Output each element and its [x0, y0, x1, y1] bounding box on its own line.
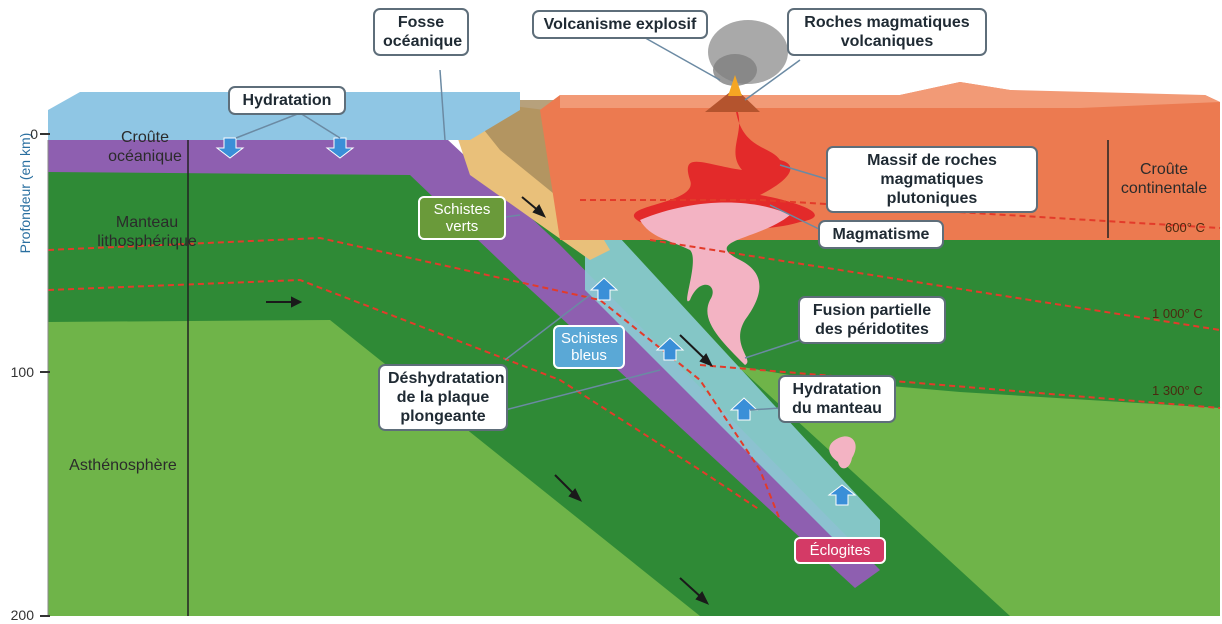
isotherm-1000: 1 000° C — [1152, 306, 1203, 321]
fosse-line2: océanique — [383, 32, 459, 51]
fusion-line1: Fusion partielle — [808, 301, 936, 320]
callout-hydratation-manteau: Hydratation du manteau — [778, 375, 896, 423]
callout-roches-volcaniques: Roches magmatiques volcaniques — [787, 8, 987, 56]
isotherm-600: 600° C — [1165, 220, 1205, 235]
fosse-line1: Fosse — [383, 13, 459, 32]
tag-schistes-verts: Schistes verts — [418, 196, 506, 240]
hydratation-manteau-line1: Hydratation — [788, 380, 886, 399]
callout-hydratation: Hydratation — [228, 86, 346, 115]
callout-fusion: Fusion partielle des péridotites — [798, 296, 946, 344]
roches-volc-line2: volcaniques — [797, 32, 977, 51]
label-mantle-litho: Manteau lithosphérique — [82, 213, 212, 251]
tag-schistes-bleus: Schistes bleus — [553, 325, 625, 369]
schistes-verts-line2: verts — [426, 218, 498, 235]
callout-massif: Massif de roches magmatiques plutoniques — [826, 146, 1038, 213]
tag-eclogites: Éclogites — [794, 537, 886, 564]
crust-continental-line2: continentale — [1108, 179, 1220, 198]
hydratation-manteau-line2: du manteau — [788, 399, 886, 418]
fusion-line2: des péridotites — [808, 320, 936, 339]
callout-deshydratation: Déshydratation de la plaque plongeante — [378, 364, 508, 431]
massif-line2: magmatiques plutoniques — [836, 170, 1028, 208]
depth-tick-200: 200 — [4, 607, 34, 623]
deshydratation-line3: plongeante — [388, 407, 498, 426]
callout-volcanisme: Volcanisme explosif — [532, 10, 708, 39]
crust-oceanic-line1: Croûte — [90, 128, 200, 147]
depth-tick-100: 100 — [4, 364, 34, 380]
isotherm-1300: 1 300° C — [1152, 383, 1203, 398]
mantle-litho-line1: Manteau — [82, 213, 212, 232]
callout-magmatisme: Magmatisme — [818, 220, 944, 249]
roches-volc-line1: Roches magmatiques — [797, 13, 977, 32]
deshydratation-line1: Déshydratation — [388, 369, 498, 388]
callout-fosse: Fosse océanique — [373, 8, 469, 56]
schistes-bleus-line2: bleus — [561, 347, 617, 364]
label-crust-continental: Croûte continentale — [1108, 160, 1220, 198]
depth-tick-0: 0 — [8, 126, 38, 142]
schistes-bleus-line1: Schistes — [561, 330, 617, 347]
mantle-litho-line2: lithosphérique — [82, 232, 212, 251]
continental-crust-top — [560, 82, 1220, 108]
depth-axis-title: Profondeur (en km) — [17, 128, 33, 258]
label-asthenosphere: Asthénosphère — [58, 456, 188, 475]
schistes-verts-line1: Schistes — [426, 201, 498, 218]
crust-continental-line1: Croûte — [1108, 160, 1220, 179]
deshydratation-line2: de la plaque — [388, 388, 498, 407]
label-crust-oceanic: Croûte océanique — [90, 128, 200, 166]
crust-oceanic-line2: océanique — [90, 147, 200, 166]
massif-line1: Massif de roches — [836, 151, 1028, 170]
